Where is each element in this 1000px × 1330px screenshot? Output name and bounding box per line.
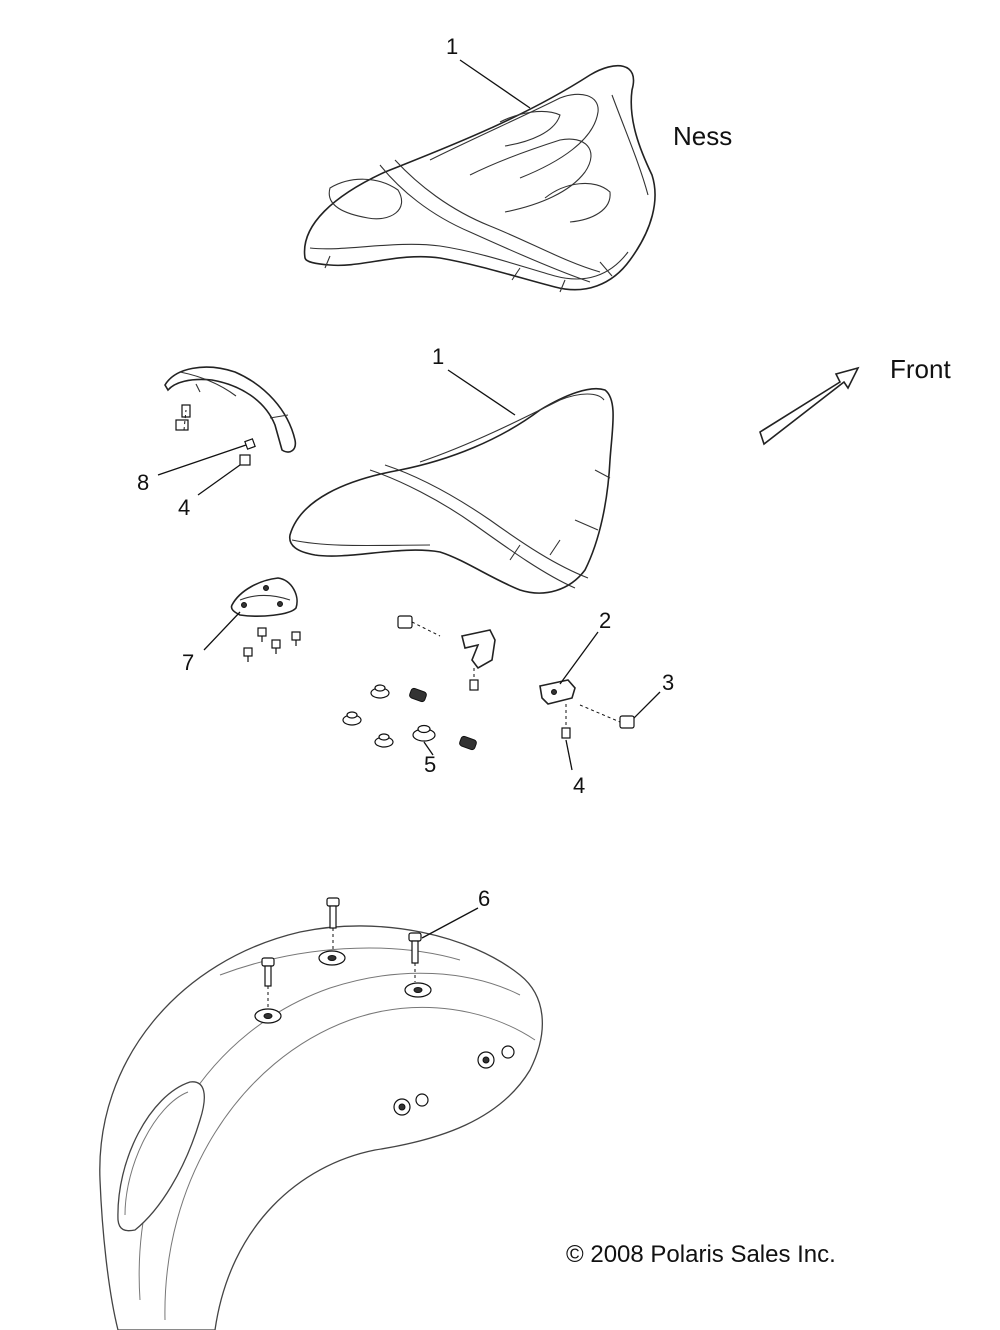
mounting-plate (230, 577, 298, 617)
grommets (342, 684, 477, 751)
callout-3: 3 (662, 670, 674, 695)
front-label: Front (890, 354, 951, 384)
leader-c1-top (459, 59, 531, 109)
grommet (412, 724, 436, 742)
plate-screws (243, 627, 301, 662)
fender-mount-hole (254, 1008, 282, 1024)
rubber-pad (459, 735, 477, 751)
leader-c7 (203, 611, 241, 651)
hardware-screw-small-a (175, 404, 191, 431)
rubber-pad (409, 687, 427, 703)
leader-c6 (421, 907, 479, 939)
front-direction-arrow (759, 366, 860, 446)
fender-bolt (326, 897, 340, 950)
hardware-screw-small-b (239, 438, 256, 466)
grommet (370, 684, 390, 699)
callout-1-mid: 1 (432, 344, 444, 369)
callout-1-top: 1 (446, 34, 458, 59)
fender-bolt (408, 932, 422, 982)
callout-4-right: 4 (573, 773, 585, 798)
callout-8: 8 (137, 470, 149, 495)
standard-seat (289, 387, 614, 594)
leader-c8 (157, 444, 247, 476)
ness-seat (303, 64, 656, 293)
callout-6: 6 (478, 886, 490, 911)
bracket-bolt (579, 704, 635, 729)
center-bolt (397, 615, 441, 637)
fender-mount-hole (404, 982, 432, 998)
grommet (342, 711, 362, 726)
rear-fender (99, 925, 543, 1330)
fender-bolts (261, 897, 422, 1008)
callout-5: 5 (424, 752, 436, 777)
fender-bolt (261, 957, 275, 1008)
leader-c2 (559, 631, 599, 685)
seat-bracket (539, 679, 576, 739)
rear-trim-piece (164, 366, 297, 453)
ness-label: Ness (673, 121, 732, 151)
callout-2: 2 (599, 608, 611, 633)
leader-c4-left (197, 464, 241, 496)
copyright-text: © 2008 Polaris Sales Inc. (566, 1241, 836, 1268)
leader-c1-mid (447, 369, 516, 416)
leader-c5 (423, 741, 434, 756)
callout-4-left: 4 (178, 495, 190, 520)
callout-7: 7 (182, 650, 194, 675)
fender-mount-hole (318, 950, 346, 966)
grommet (374, 733, 394, 748)
center-bracket (461, 629, 496, 691)
leader-c3 (633, 691, 661, 719)
leader-c4-right (565, 739, 573, 771)
